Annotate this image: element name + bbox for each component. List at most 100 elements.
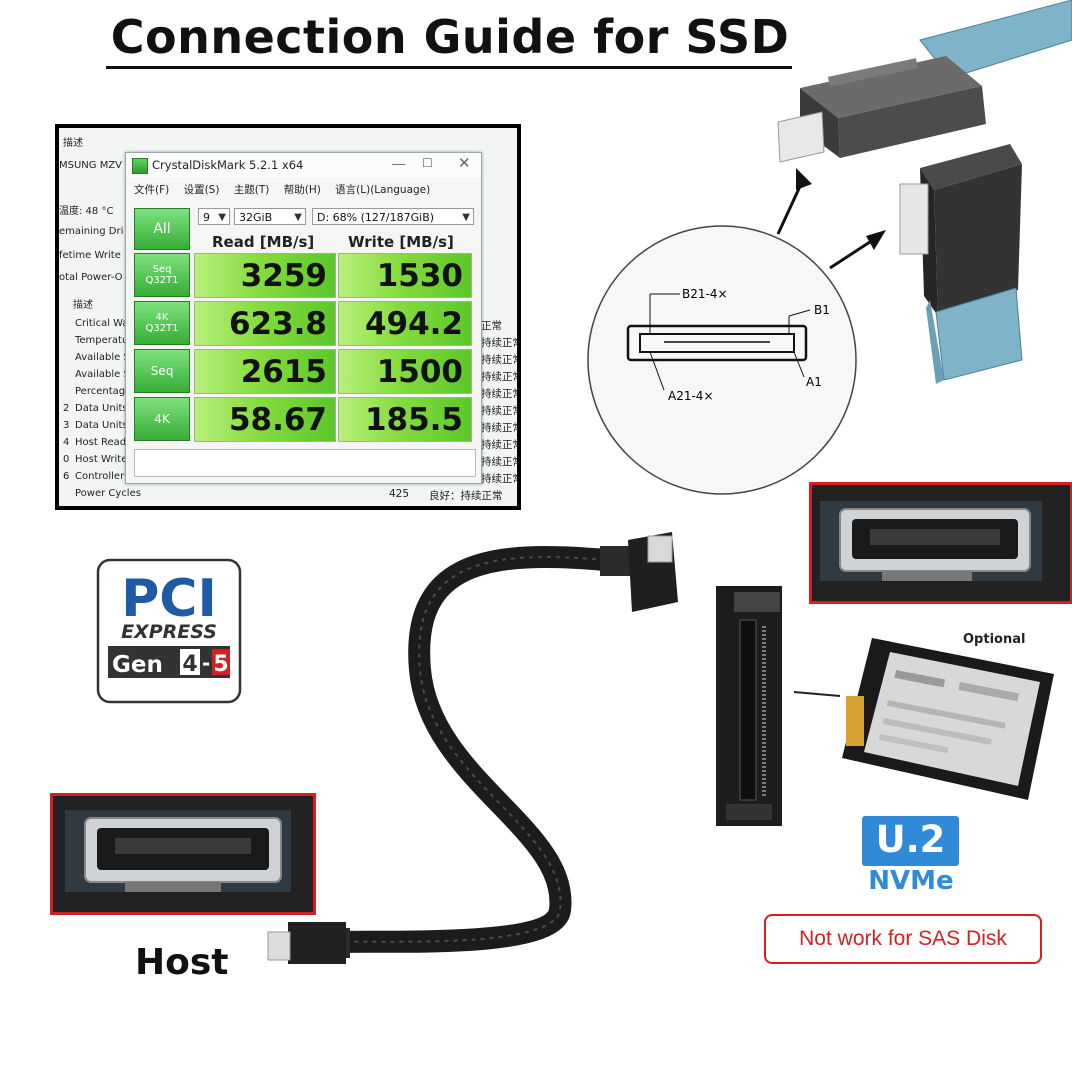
cable-body [329,546,616,953]
ssd-connector [846,696,864,746]
port-photo-drawing [812,485,1070,601]
ssd-label-text [882,718,992,745]
smart-line: 描述 [63,138,83,149]
menu-file[interactable]: 文件(F) [134,184,170,196]
right-angle-connector [899,144,1023,384]
write-result: 1500 [338,349,472,394]
smart-prefix: 3 [63,420,70,431]
status-text: 持续正常 [481,371,521,383]
adapter-port [734,592,780,612]
menu-help[interactable]: 帮助(H) [283,184,321,196]
power-cycles-value: 425 [389,488,410,500]
menu-language[interactable]: 语言(L)(Language) [335,184,431,196]
drive-select-value: D: 68% (127/187GiB) [317,211,435,224]
slimsas-connector-illustration [776,0,1072,384]
comment-field[interactable] [134,449,476,477]
app-icon [132,158,148,174]
write-header: Write [MB/s] [348,233,454,251]
ssd-label-text [958,682,1019,702]
smart-line: Controller [75,471,125,482]
smart-line: 描述 [73,300,93,311]
status-text: 持续正常 [481,337,521,349]
smart-prefix: 2 [63,403,70,414]
test-button-seq[interactable]: Seq [134,349,190,393]
logo-express-text: EXPRESS [121,621,217,643]
ssd-label-text [878,734,949,754]
status-text: 持续正常 [481,456,521,468]
port-slot [639,333,795,353]
motherboard-port-photo [809,482,1072,604]
logo-gen-bar [108,646,230,678]
straight-plug [288,922,346,964]
host-label: Host [135,942,229,983]
pci-express-logo: PCI EXPRESS Gen 4 - 5 [96,558,242,704]
minimize-icon[interactable]: — [392,156,405,171]
nvme-label: NVMe [868,866,954,896]
smart-line: Temperatu [75,335,129,346]
test-sublabel: Q32T1 [145,275,179,286]
drive-select[interactable]: D: 68% (127/187GiB) ▼ [312,208,474,225]
smart-line: fetime Write [59,250,121,261]
chevron-down-icon: ▼ [294,212,302,223]
chevron-down-icon: ▼ [462,212,470,223]
smart-prefix: 0 [63,454,70,465]
logo-gen-5: 5 [213,652,228,677]
logo-gen4-box [180,649,200,675]
pointer-arrows [776,168,886,270]
host-port-drawing [53,796,313,912]
smart-line: Power Cycles [75,488,141,499]
cable-braid [339,556,606,943]
straight-connector [777,56,986,163]
test-button-4k[interactable]: 4K [134,397,190,441]
optional-connector-line [793,691,841,697]
u2-badge-text: U.2 [875,818,946,861]
menu-settings[interactable]: 设置(S) [183,184,220,196]
write-result: 1530 [338,253,472,298]
size-select-value: 32GiB [239,211,273,224]
logo-gen-sep: - [202,651,210,675]
maximize-icon[interactable]: ☐ [422,156,433,170]
cable-strain-relief-top [600,546,630,576]
smart-prefix: 6 [63,471,70,482]
close-icon[interactable]: ✕ [458,155,471,172]
window-titlebar: CrystalDiskMark 5.2.1 x64 — ☐ ✕ [126,153,481,177]
title-underline [106,66,792,69]
host-port-photo [50,793,316,915]
optional-label: Optional [963,632,1026,647]
benchmark-screenshot: 描述 MSUNG MZV 温度: 48 °C emaining Dri feti… [55,124,521,510]
smart-line: emaining Dri [59,226,124,237]
run-all-button[interactable]: All [134,208,190,250]
logo-gen-text: Gen [112,652,163,678]
adapter-sff8639-slot [739,619,757,801]
read-result: 623.8 [194,301,336,346]
menu-bar: 文件(F) 设置(S) 主题(T) 帮助(H) 语言(L)(Language) [134,182,441,197]
u2-badge [862,816,959,866]
status-text: 持续正常 [481,388,521,400]
size-select[interactable]: 32GiB ▼ [234,208,306,225]
smart-line: MSUNG MZV [59,160,123,171]
pin-label-b1: B1 [814,303,830,317]
smart-line: Available S [75,352,130,363]
page-title: Connection Guide for SSD [110,10,790,64]
sas-warning-badge: Not work for SAS Disk [764,914,1042,964]
smart-line: 温度: 48 °C [59,206,114,217]
smart-line: Percentage [75,386,132,397]
status-text: 持续正常 [481,354,521,366]
write-result: 494.2 [338,301,472,346]
count-select[interactable]: 9▼ [198,208,230,225]
run-all-label: All [153,220,171,237]
menu-theme[interactable]: 主题(T) [233,184,270,196]
u2-adapter-board [716,586,782,826]
adapter-bracket [726,804,772,820]
test-button-4k-q32t1[interactable]: 4K Q32T1 [134,301,190,345]
status-text: 持续正常 [481,473,521,485]
smart-line: Critical Wa [75,318,129,329]
ssd-label [864,652,1040,786]
smart-line: Available S [75,369,130,380]
test-button-seq-q32t1[interactable]: Seq Q32T1 [134,253,190,297]
test-label: 4K [154,411,170,426]
logo-gen5-box [212,649,230,675]
status-text: 正常 [481,320,502,332]
oculink-cable-illustration [267,532,678,964]
count-select-value: 9 [203,211,210,224]
